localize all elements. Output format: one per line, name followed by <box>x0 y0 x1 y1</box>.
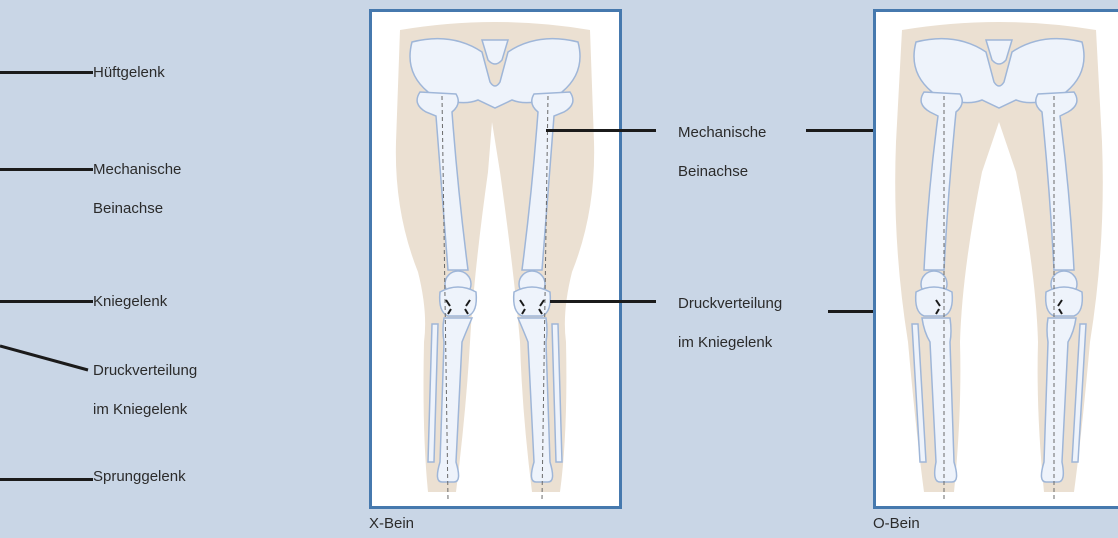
o-leg-right-knee <box>1046 287 1083 316</box>
pressure-distribution-label-line2: im Kniegelenk <box>93 394 187 426</box>
mechanical-axis-label-line2: Beinachse <box>93 193 163 225</box>
x-leg-pressure-label-line1: Druckverteilung <box>678 288 782 320</box>
o-leg-illustration <box>876 12 1118 506</box>
pressure-distribution-label-line1: Druckverteilung <box>93 355 197 387</box>
knee-joint-label: Kniegelenk <box>93 286 167 318</box>
mechanical-axis-label-line1: Mechanische <box>93 154 181 186</box>
x-leg-axis-label-line1: Mechanische <box>678 117 766 149</box>
o-leg-panel <box>873 9 1118 509</box>
x-leg-pressure-label-line2: im Kniegelenk <box>678 327 772 359</box>
x-leg-panel <box>369 9 622 509</box>
hip-joint-leader <box>0 71 93 74</box>
ankle-joint-label: Sprunggelenk <box>93 461 186 493</box>
x-leg-axis-label-line2: Beinachse <box>678 156 748 188</box>
ankle-joint-leader <box>0 478 93 481</box>
knee-joint-leader <box>0 300 93 303</box>
hip-joint-label: Hüftgelenk <box>93 57 165 89</box>
x-leg-pressure-leader <box>550 300 656 303</box>
mechanical-axis-leader <box>0 168 93 171</box>
x-leg-axis-leader <box>546 129 656 132</box>
o-leg-left-knee <box>916 287 953 316</box>
o-leg-caption: O-Bein <box>873 514 920 534</box>
x-leg-caption: X-Bein <box>369 514 414 534</box>
x-leg-illustration <box>372 12 619 506</box>
